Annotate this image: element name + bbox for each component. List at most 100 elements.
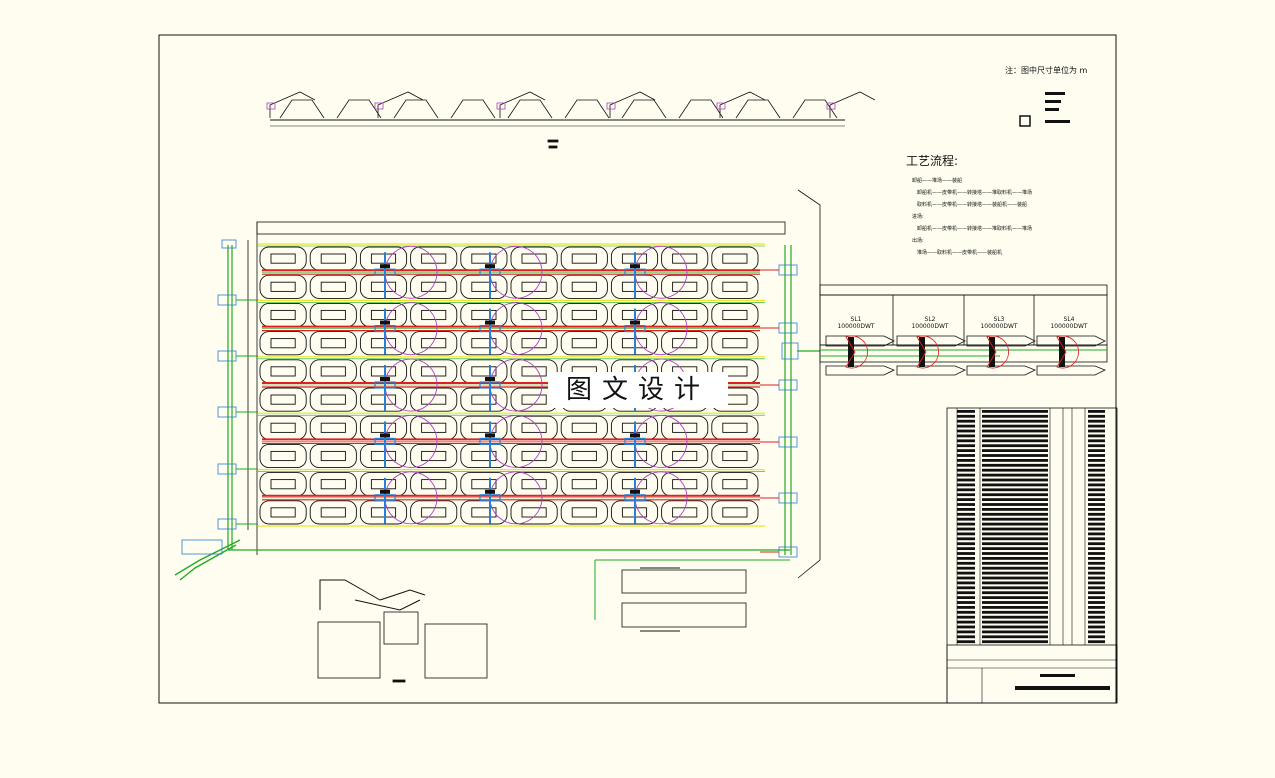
table-cell-text [957, 606, 975, 609]
table-cell-text [957, 625, 975, 629]
table-cell-text [982, 508, 1048, 511]
stacker-reclaimer [374, 494, 396, 502]
stockpile [259, 246, 307, 271]
stockpile-core [672, 253, 698, 264]
table-cell-text [957, 576, 975, 580]
watermark: 图文设计 [548, 372, 728, 408]
stacker-profile [719, 91, 766, 118]
ship-outline [1036, 335, 1106, 347]
stacker-reclaimer [479, 268, 501, 276]
stockpile-core [672, 309, 698, 321]
table-cell-text [1088, 596, 1105, 599]
drawing-frame [158, 34, 1117, 704]
transfer-tower [778, 492, 798, 504]
table-cell-text [957, 454, 975, 457]
wharf-top [819, 284, 1108, 296]
transfer-tower [778, 264, 798, 276]
table-cell-text [957, 596, 975, 599]
table-cell-text [1088, 522, 1105, 526]
table-cell-text [957, 488, 975, 492]
stockpile [359, 331, 408, 356]
swing-arc [384, 358, 438, 412]
swing-arc [489, 415, 543, 468]
stockpile-core [421, 309, 447, 321]
process-flow-line: 堆场——取料机——皮带机——装船机 [917, 250, 1003, 256]
table-cell-text [1088, 468, 1105, 472]
stockpile [560, 443, 608, 469]
table-cell-text [1088, 566, 1105, 570]
pile-section [424, 623, 488, 679]
process-flow-line: 卸船机——皮带机——转接塔——堆取料机——堆场 [917, 190, 1033, 196]
table-cell-text [1088, 424, 1105, 428]
table-cell-text [982, 591, 1048, 595]
process-flow-title: 工艺流程: [906, 154, 959, 168]
inclined-conveyor [174, 539, 241, 581]
table-cell-text [982, 561, 1048, 565]
stacker-cab [380, 433, 390, 438]
stockpile-core [370, 366, 397, 377]
table-cell-text [957, 468, 975, 472]
table-cell-text [957, 483, 975, 487]
stockpile [259, 359, 307, 384]
stockpile-core [421, 366, 447, 377]
table-cell-text [957, 537, 975, 541]
legend-label [1045, 120, 1070, 123]
stockpile [560, 415, 608, 440]
table-cell-text [982, 522, 1048, 526]
stockpile-core [471, 253, 497, 264]
stockpile-core [270, 309, 296, 321]
table-cell-text [1088, 459, 1105, 462]
stockpile [661, 443, 709, 469]
stockpile-core [521, 253, 547, 264]
stockpile-core [370, 479, 397, 490]
stockpile-core [521, 281, 547, 292]
stacker-reclaimer [374, 437, 396, 445]
shiploader-swing [845, 335, 868, 369]
table-cell-text [957, 498, 975, 501]
stockpile-core [370, 422, 397, 433]
pile-profile [450, 99, 496, 119]
swing-arc [489, 302, 543, 356]
pile-profile [735, 99, 781, 119]
table-cell-text [957, 640, 975, 644]
table-cell-text [982, 444, 1048, 448]
table-cell-text [1088, 557, 1105, 560]
table-cell-text [1088, 414, 1105, 418]
stockpile [309, 415, 357, 440]
pile-profile [678, 99, 724, 119]
stacker-cab [380, 264, 390, 269]
stockpile-core [521, 479, 547, 490]
table-cell-text [982, 630, 1048, 634]
stockpile [309, 387, 357, 412]
stockpile-core [521, 450, 547, 462]
stockpile-core [571, 479, 597, 490]
ship-outline [1036, 365, 1106, 376]
stockpile-core [722, 281, 748, 292]
stockpile [410, 331, 458, 356]
table-cell-text [1088, 571, 1105, 575]
ship-outline [896, 365, 966, 376]
stockpile [309, 500, 357, 525]
stockpile [460, 359, 508, 384]
stockpile [661, 472, 709, 497]
stockpile-core [471, 281, 497, 292]
stockpile [661, 246, 709, 271]
stacker-reclaimer [479, 437, 501, 445]
stockpile-core [370, 281, 397, 292]
table-cell-text [982, 434, 1048, 438]
table-cell-text [1088, 625, 1105, 629]
table-cell-text [1088, 640, 1105, 644]
stockpile [510, 302, 558, 328]
stacker-profile [609, 91, 656, 118]
transfer-tower [217, 518, 237, 530]
stockpile-core [722, 507, 748, 518]
stockpile [510, 415, 558, 440]
transfer-tower [778, 379, 798, 391]
table-cell-text [982, 483, 1048, 487]
legend-label [1045, 108, 1059, 111]
table-cell-text [957, 561, 975, 565]
stockpile-core [421, 394, 447, 405]
stockpile-core [722, 450, 748, 462]
table-cell-text [957, 581, 975, 585]
swing-arc [489, 245, 543, 299]
